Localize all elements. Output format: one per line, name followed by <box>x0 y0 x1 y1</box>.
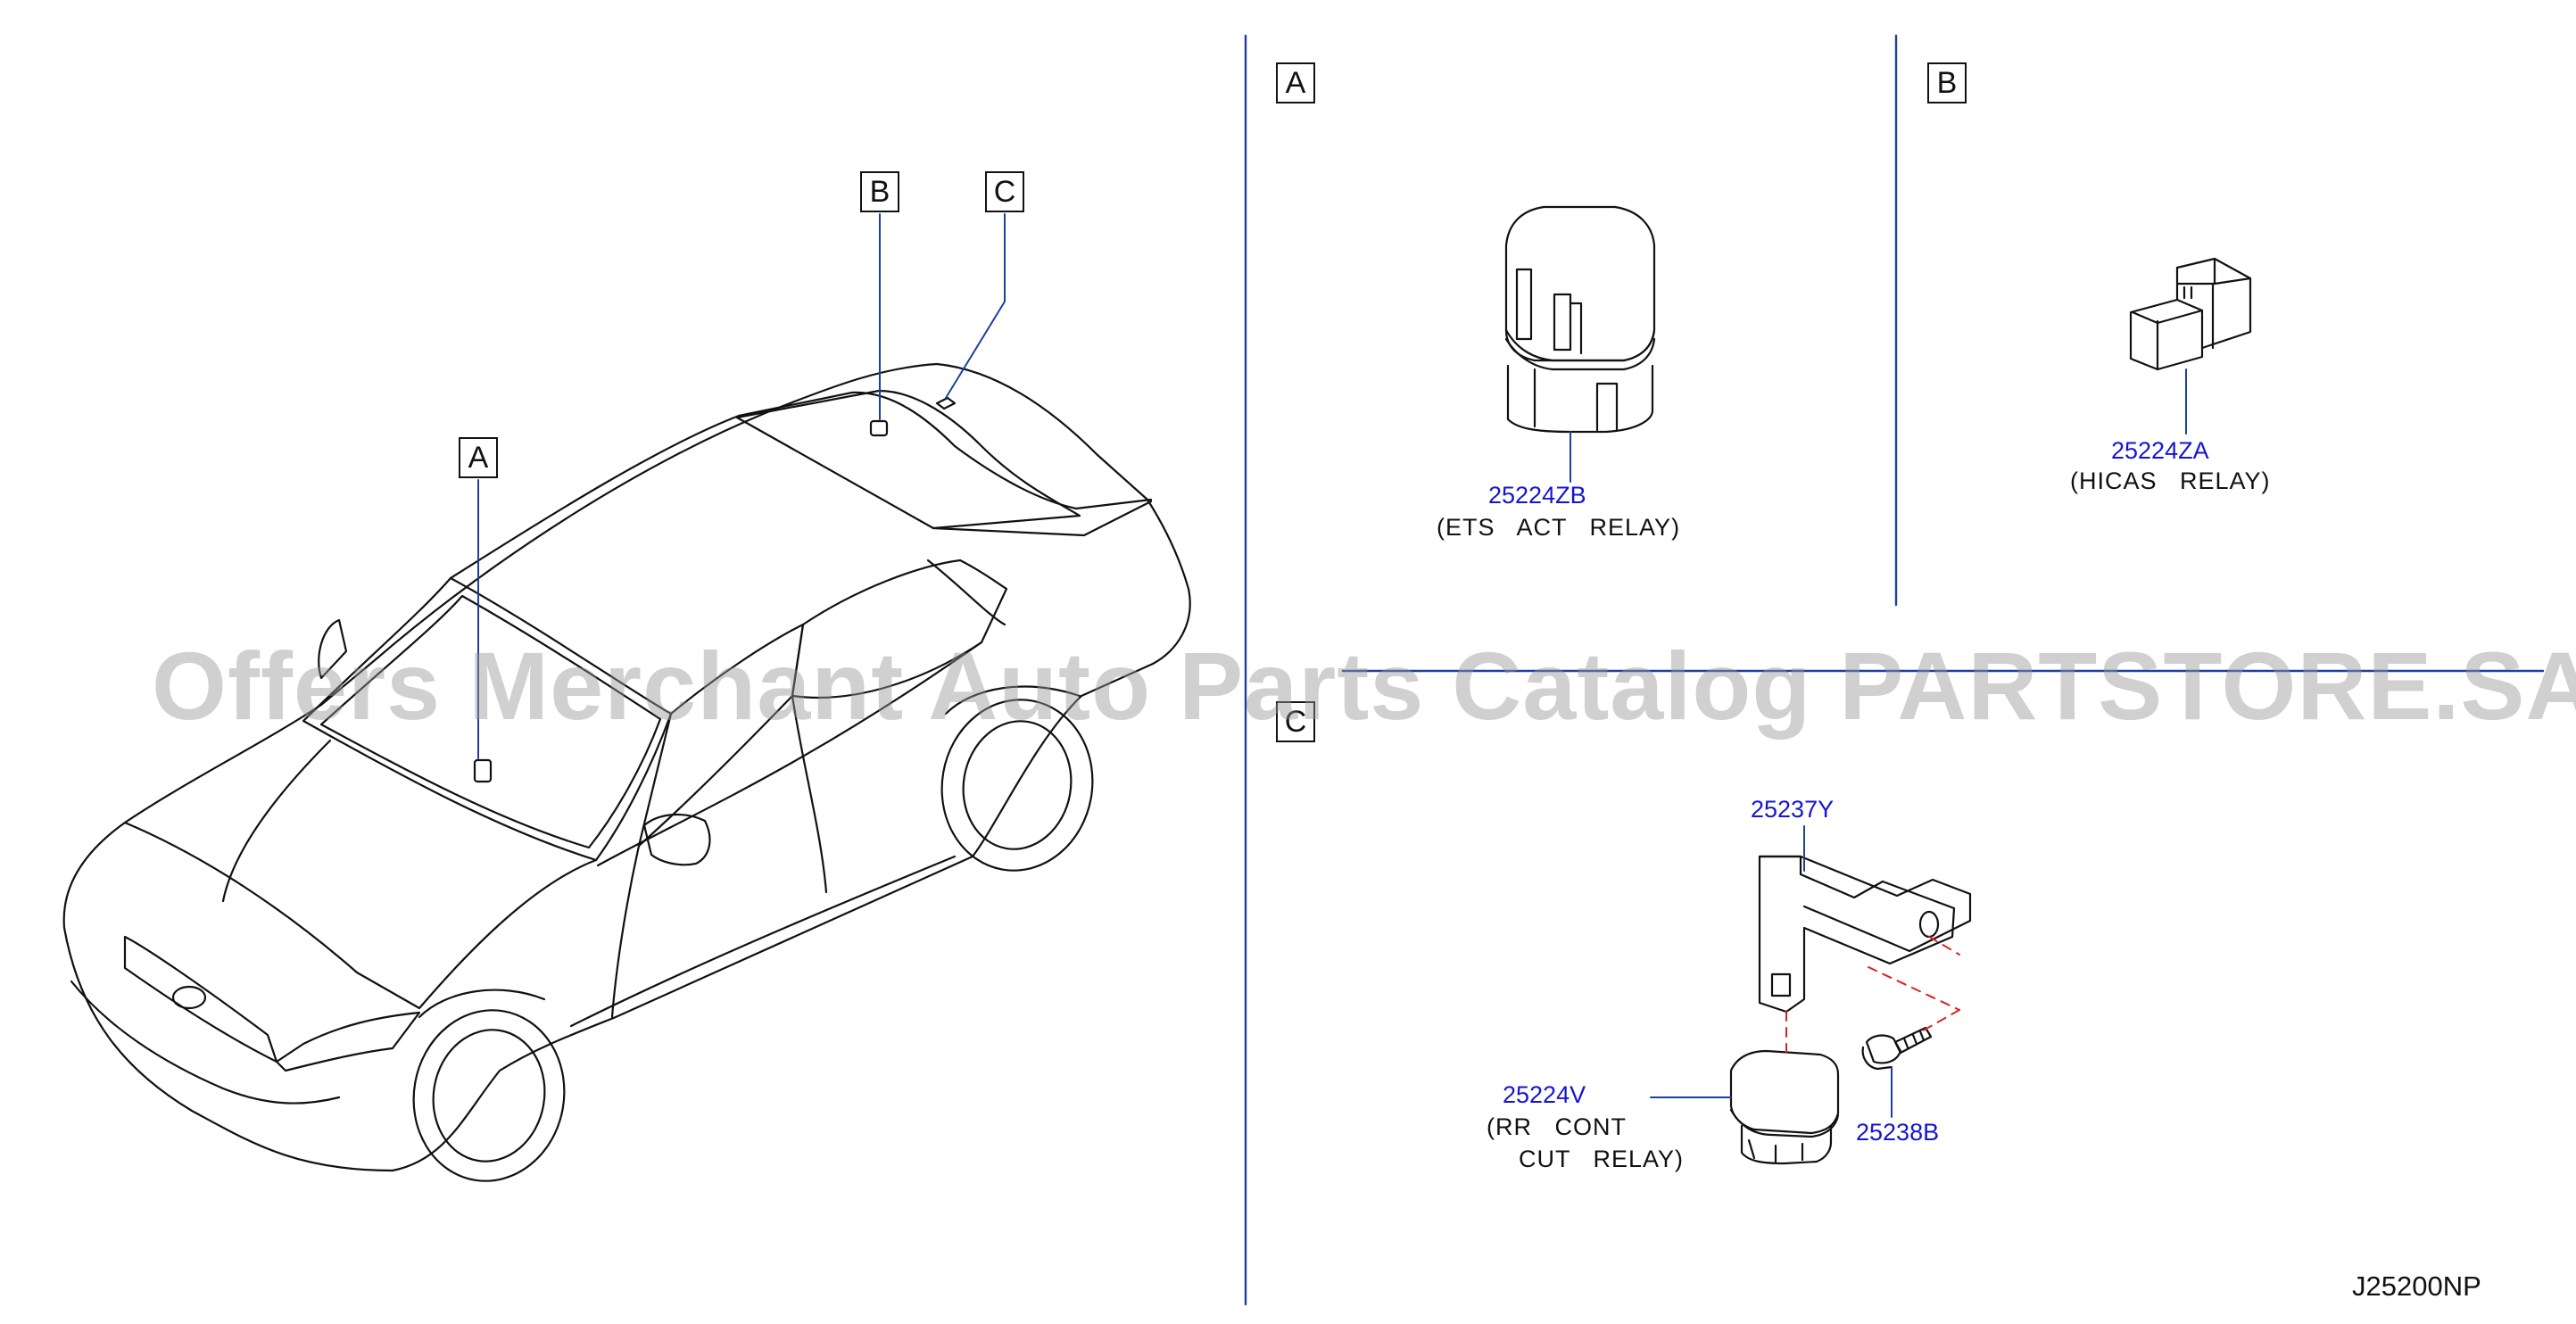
bolt-drawing <box>1861 1026 1933 1071</box>
part-desc-hicas-relay: (HICAS RELAY) <box>2070 468 2271 494</box>
part-number-bolt[interactable]: 25238B <box>1856 1119 1940 1146</box>
part-desc-ets-relay: (ETS ACT RELAY) <box>1437 514 1681 541</box>
roof-line <box>449 391 1153 580</box>
side-mirror <box>642 813 711 866</box>
side-window-rear <box>791 559 1008 699</box>
door-line-rear <box>791 694 828 894</box>
c-pillar <box>926 559 1006 626</box>
relay-location-a <box>473 758 493 783</box>
callout-a-car: A <box>459 437 498 478</box>
part-number-ets-relay[interactable]: 25224ZB <box>1488 482 1586 509</box>
hood <box>123 821 598 1010</box>
hicas-relay-drawing <box>2129 257 2252 371</box>
bracket-drawing <box>1758 855 1972 1014</box>
callout-b-panel: B <box>1927 62 1967 103</box>
relay-location-c <box>935 396 957 410</box>
bumper <box>70 980 341 1105</box>
callout-c-car: C <box>985 171 1024 212</box>
assembly-dashed-lines <box>1785 936 1960 1057</box>
windshield <box>302 576 673 862</box>
rocker-line <box>569 855 957 1028</box>
panel-dividers <box>1244 34 2545 1306</box>
trunk-lid <box>932 500 1153 537</box>
part-number-rr-relay[interactable]: 25224V <box>1503 1081 1586 1108</box>
relay-location-b <box>869 419 889 437</box>
grille <box>123 935 278 1063</box>
callout-a-panel: A <box>1276 62 1315 103</box>
door-line-front <box>610 844 641 1019</box>
ets-relay-drawing <box>1504 205 1656 434</box>
hood-crease <box>221 739 332 903</box>
rr-relay-drawing <box>1729 1049 1840 1165</box>
callout-b-car: B <box>860 171 899 212</box>
car-illustration <box>62 362 1191 1182</box>
rear-window <box>735 389 1081 530</box>
headlight <box>275 1011 421 1072</box>
car-leader-lines <box>477 213 1006 759</box>
front-wheel <box>412 989 566 1182</box>
rear-wheel <box>940 685 1094 872</box>
windshield-inner <box>319 594 662 849</box>
antenna <box>318 618 348 680</box>
door-beltline <box>596 641 983 867</box>
callout-c-panel: C <box>1276 701 1315 742</box>
car-body-outline <box>62 362 1191 1172</box>
part-desc-rr-relay-line1: (RR CONT <box>1487 1113 1627 1140</box>
part-number-bracket[interactable]: 25237Y <box>1751 796 1835 823</box>
part-desc-rr-relay-line2: CUT RELAY) <box>1519 1146 1685 1172</box>
diagram-code: J25200NP <box>2352 1270 2481 1302</box>
front-emblem <box>171 985 207 1010</box>
part-number-hicas-relay[interactable]: 25224ZA <box>2111 437 2209 464</box>
